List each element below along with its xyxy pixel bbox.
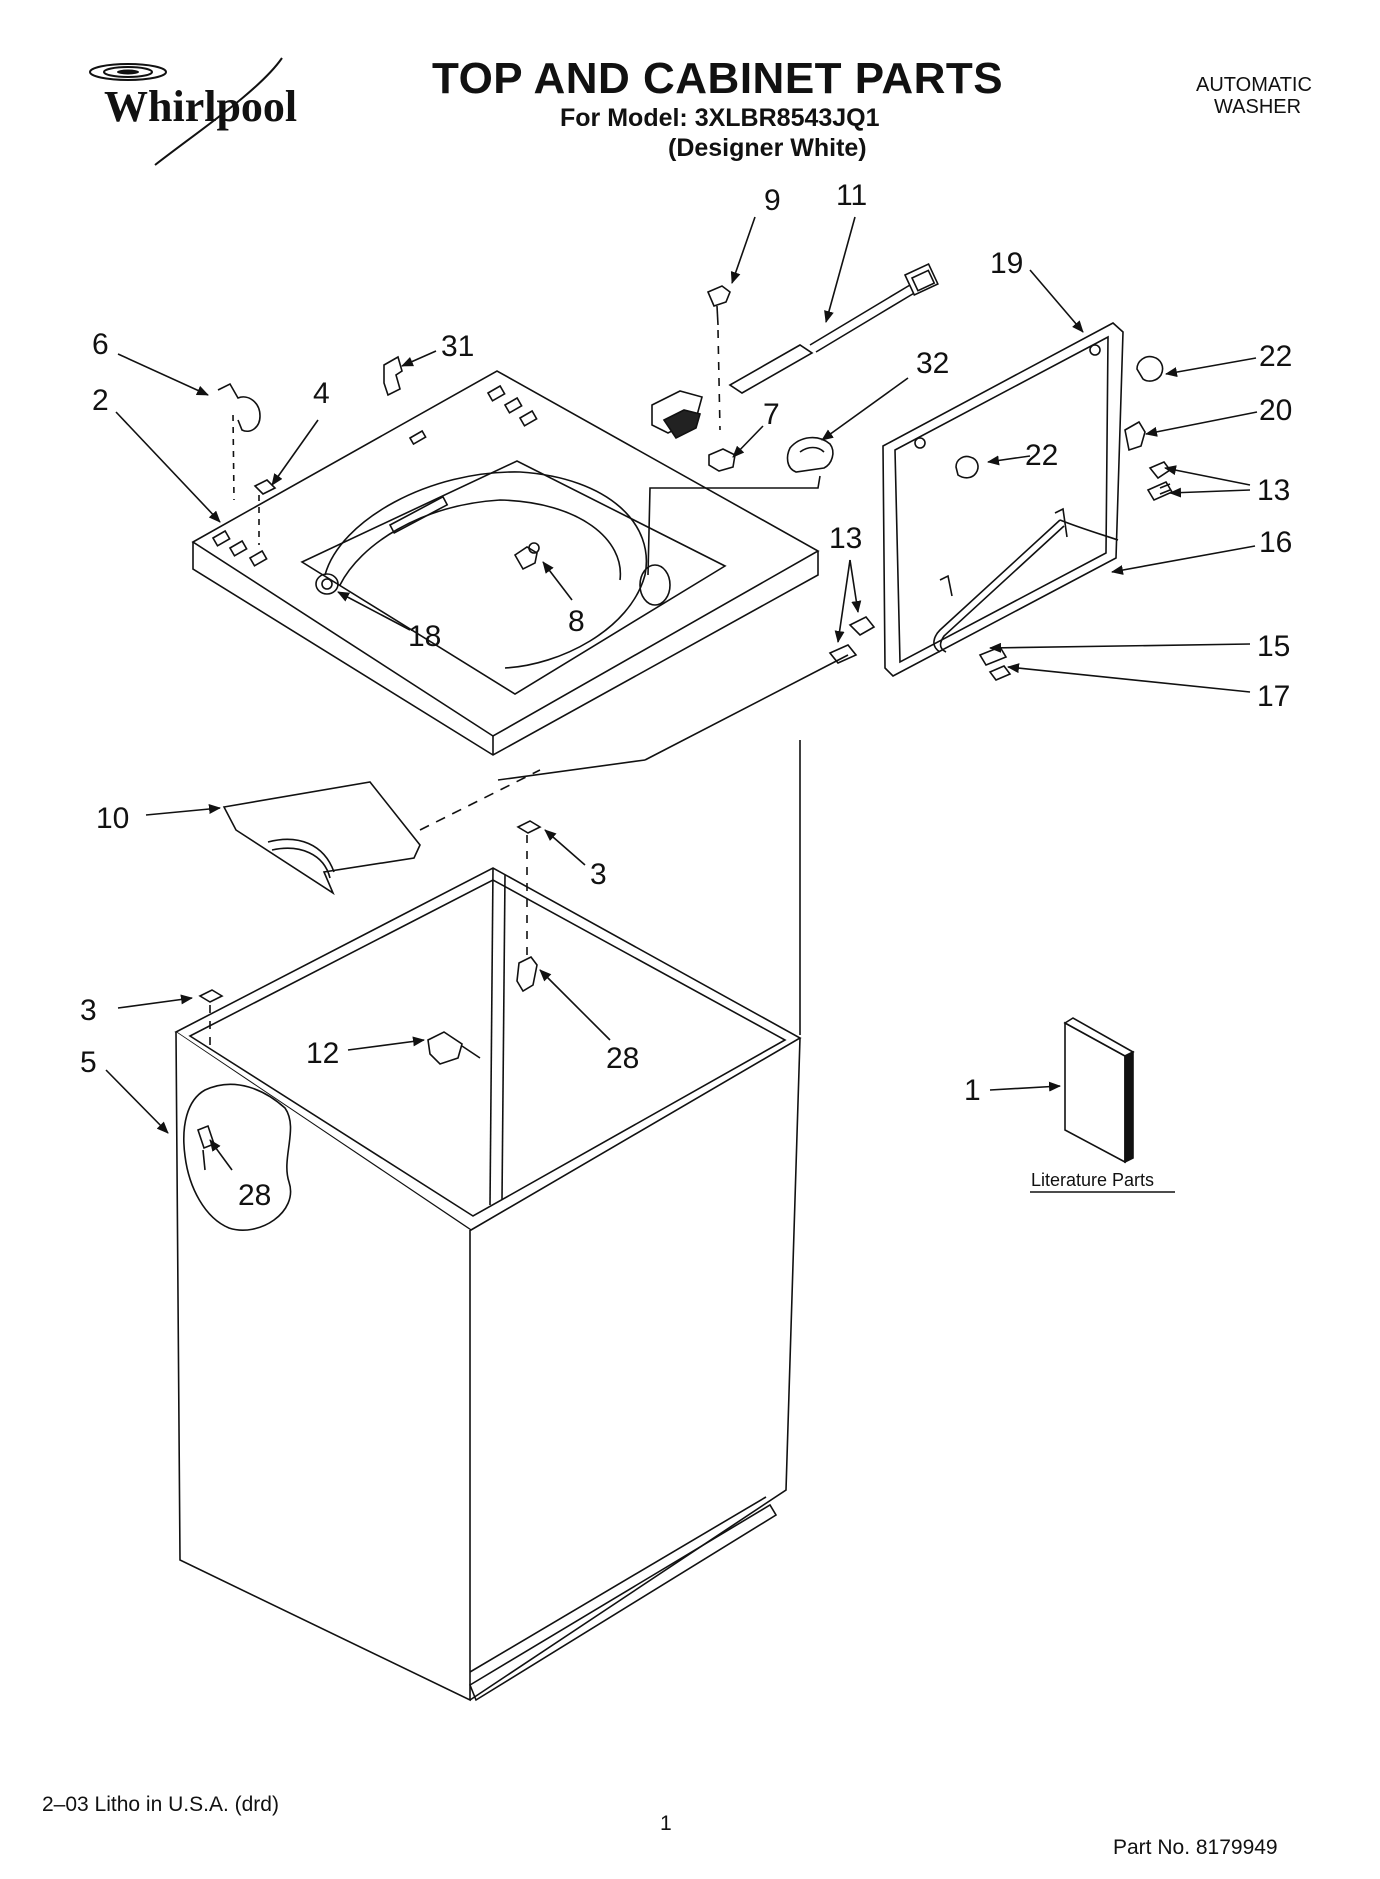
callout-17: 17	[1257, 680, 1290, 713]
literature-booklet	[1030, 1018, 1175, 1192]
callout-22-upper: 22	[1259, 340, 1292, 373]
washer-cabinet	[176, 868, 800, 1700]
color-line: (Designer White)	[668, 134, 867, 162]
brand-logo-text: Whirlpool	[104, 82, 297, 131]
model-line: For Model: 3XLBR8543JQ1	[560, 104, 880, 132]
callout-28-right: 28	[606, 1042, 639, 1075]
callout-31: 31	[441, 330, 474, 363]
washer-top-cover	[193, 371, 818, 755]
callout-3-top: 3	[590, 858, 607, 891]
cabinet-hardware	[200, 655, 848, 1064]
callout-11: 11	[836, 179, 867, 212]
callout-16: 16	[1259, 526, 1292, 559]
callout-22-lower: 22	[1025, 439, 1058, 472]
lid-frame	[883, 323, 1123, 676]
callout-9: 9	[764, 184, 781, 217]
callout-18: 18	[408, 620, 441, 653]
page-title: TOP AND CABINET PARTS	[432, 54, 1004, 103]
appliance-type-line-1: AUTOMATIC	[1196, 74, 1312, 96]
callout-10: 10	[96, 802, 129, 835]
callout-4: 4	[313, 377, 330, 410]
callout-28-left: 28	[238, 1179, 271, 1212]
literature-label: Literature Parts	[1031, 1170, 1154, 1190]
callout-6: 6	[92, 328, 109, 361]
callout-19: 19	[990, 247, 1023, 280]
callout-8: 8	[568, 605, 585, 638]
callout-1: 1	[964, 1074, 981, 1107]
callout-12: 12	[306, 1037, 339, 1070]
callout-13-right: 13	[1257, 474, 1290, 507]
callout-3-left: 3	[80, 994, 97, 1027]
page-number: 1	[660, 1812, 672, 1835]
callout-32: 32	[916, 347, 949, 380]
callout-13-left: 13	[829, 522, 862, 555]
litho-note: 2–03 Litho in U.S.A. (drd)	[42, 1793, 279, 1816]
lid-hardware	[830, 357, 1172, 680]
whirlpool-logo: Whirlpool	[90, 58, 297, 165]
small-clips	[218, 357, 402, 545]
callout-2: 2	[92, 384, 109, 417]
callout-numbers: 9 11 19 6 31 22 2 4 32 7 20 22 13 13 16 …	[80, 179, 1292, 1212]
appliance-type-line-2: WASHER	[1214, 96, 1302, 118]
callout-leaders	[106, 217, 1257, 1170]
callout-7: 7	[763, 398, 780, 431]
callout-15: 15	[1257, 630, 1290, 663]
callout-20: 20	[1259, 394, 1292, 427]
lid-switch-assembly	[652, 264, 938, 471]
part-32-bumper	[648, 438, 833, 575]
part-10-bracket	[224, 770, 540, 893]
callout-5: 5	[80, 1046, 97, 1079]
part-number: Part No. 8179949	[1113, 1836, 1278, 1859]
